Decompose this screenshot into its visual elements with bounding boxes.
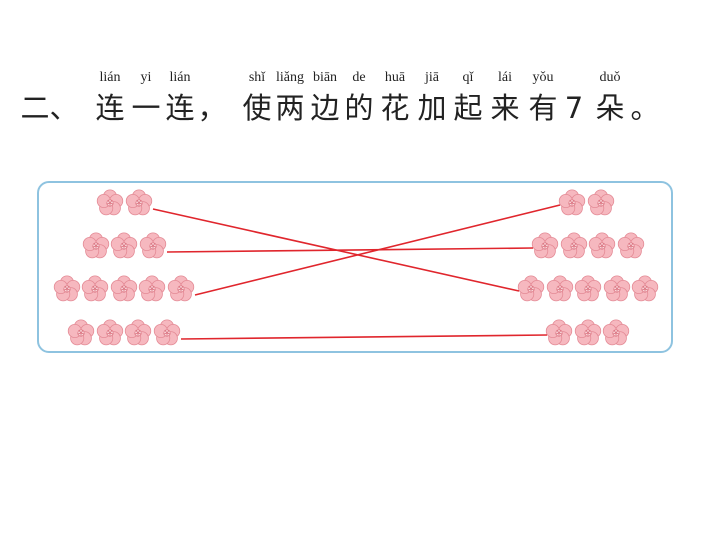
title-char: shǐ 使 bbox=[237, 70, 277, 126]
peach-blossom-icon bbox=[82, 232, 110, 260]
peach-blossom-icon bbox=[53, 275, 81, 303]
matching-panel bbox=[37, 181, 673, 353]
title-pinyin: yi bbox=[140, 70, 152, 85]
title-char: huā 花 bbox=[375, 70, 415, 126]
title-hanzi: 使 bbox=[242, 91, 272, 125]
left-flower-group-4 bbox=[67, 319, 181, 349]
title-char: lián 连 bbox=[160, 70, 200, 126]
title-hanzi: 一 bbox=[131, 91, 161, 125]
title-char: biān 边 bbox=[305, 70, 345, 126]
title-char: ， bbox=[192, 70, 232, 126]
peach-blossom-icon bbox=[587, 189, 615, 217]
peach-blossom-icon bbox=[81, 275, 109, 303]
title-pinyin: jiā bbox=[425, 70, 439, 85]
right-flower-group-1 bbox=[558, 189, 615, 219]
peach-blossom-icon bbox=[560, 232, 588, 260]
left-flower-group-3 bbox=[53, 275, 196, 305]
title-char: lái 来 bbox=[485, 70, 525, 126]
title-hanzi: 来 bbox=[490, 91, 520, 125]
title-pinyin: huā bbox=[384, 70, 406, 85]
title-char: 7 bbox=[554, 70, 594, 126]
title-char: 、 bbox=[44, 70, 84, 126]
peach-blossom-icon bbox=[110, 275, 138, 303]
peach-blossom-icon bbox=[546, 275, 574, 303]
title-char: liǎng 两 bbox=[270, 70, 310, 126]
title-char: 二 bbox=[15, 70, 55, 126]
peach-blossom-icon bbox=[153, 319, 181, 347]
title-pinyin: qǐ bbox=[462, 70, 474, 85]
title-pinyin: liǎng bbox=[276, 70, 304, 85]
title-char: duǒ 朵 bbox=[590, 70, 630, 126]
title-hanzi: 连 bbox=[95, 91, 125, 125]
title-pinyin: biān bbox=[312, 70, 338, 85]
title-pinyin: lián bbox=[99, 70, 121, 85]
title-char: 。 bbox=[625, 70, 665, 126]
title-pinyin: de bbox=[352, 70, 366, 85]
title-char: yi 一 bbox=[126, 70, 166, 126]
title-hanzi: 边 bbox=[310, 91, 340, 125]
peach-blossom-icon bbox=[574, 319, 602, 347]
peach-blossom-icon bbox=[588, 232, 616, 260]
title-hanzi: 。 bbox=[630, 91, 660, 125]
peach-blossom-icon bbox=[96, 319, 124, 347]
title-hanzi: 的 bbox=[344, 91, 374, 125]
title-hanzi: 朵 bbox=[595, 91, 625, 125]
title-pinyin: yǒu bbox=[532, 70, 554, 85]
title-hanzi: 花 bbox=[380, 91, 410, 125]
peach-blossom-icon bbox=[603, 275, 631, 303]
title-hanzi: 二 bbox=[20, 91, 50, 125]
title-hanzi: ， bbox=[197, 91, 227, 125]
title-hanzi: 加 bbox=[417, 91, 447, 125]
peach-blossom-icon bbox=[531, 232, 559, 260]
peach-blossom-icon bbox=[125, 189, 153, 217]
title-pinyin: duǒ bbox=[599, 70, 621, 85]
title-hanzi: 7 bbox=[564, 91, 584, 125]
peach-blossom-icon bbox=[167, 275, 195, 303]
title-char: lián 连 bbox=[90, 70, 130, 126]
peach-blossom-icon bbox=[96, 189, 124, 217]
title-pinyin bbox=[605, 70, 685, 90]
peach-blossom-icon bbox=[138, 275, 166, 303]
title-char: de 的 bbox=[339, 70, 379, 126]
title-char: jiā 加 bbox=[412, 70, 452, 126]
title-char: yǒu 有 bbox=[523, 70, 563, 126]
title-char: qǐ 起 bbox=[448, 70, 488, 126]
peach-blossom-icon bbox=[558, 189, 586, 217]
left-flower-group-2 bbox=[82, 232, 168, 262]
title-pinyin: lián bbox=[169, 70, 191, 85]
title-hanzi: 连 bbox=[165, 91, 195, 125]
peach-blossom-icon bbox=[139, 232, 167, 260]
right-flower-group-3 bbox=[517, 275, 660, 305]
peach-blossom-icon bbox=[545, 319, 573, 347]
title-hanzi: 起 bbox=[453, 91, 483, 125]
title-hanzi: 有 bbox=[528, 91, 558, 125]
right-flower-group-4 bbox=[545, 319, 631, 349]
peach-blossom-icon bbox=[110, 232, 138, 260]
title-pinyin: lái bbox=[498, 70, 512, 85]
title-hanzi: 、 bbox=[49, 91, 79, 125]
peach-blossom-icon bbox=[602, 319, 630, 347]
peach-blossom-icon bbox=[517, 275, 545, 303]
title-pinyin: shǐ bbox=[248, 70, 266, 85]
peach-blossom-icon bbox=[631, 275, 659, 303]
left-flower-group-1 bbox=[96, 189, 153, 219]
peach-blossom-icon bbox=[617, 232, 645, 260]
peach-blossom-icon bbox=[124, 319, 152, 347]
peach-blossom-icon bbox=[574, 275, 602, 303]
title-hanzi: 两 bbox=[275, 91, 305, 125]
peach-blossom-icon bbox=[67, 319, 95, 347]
right-flower-group-2 bbox=[531, 232, 645, 262]
